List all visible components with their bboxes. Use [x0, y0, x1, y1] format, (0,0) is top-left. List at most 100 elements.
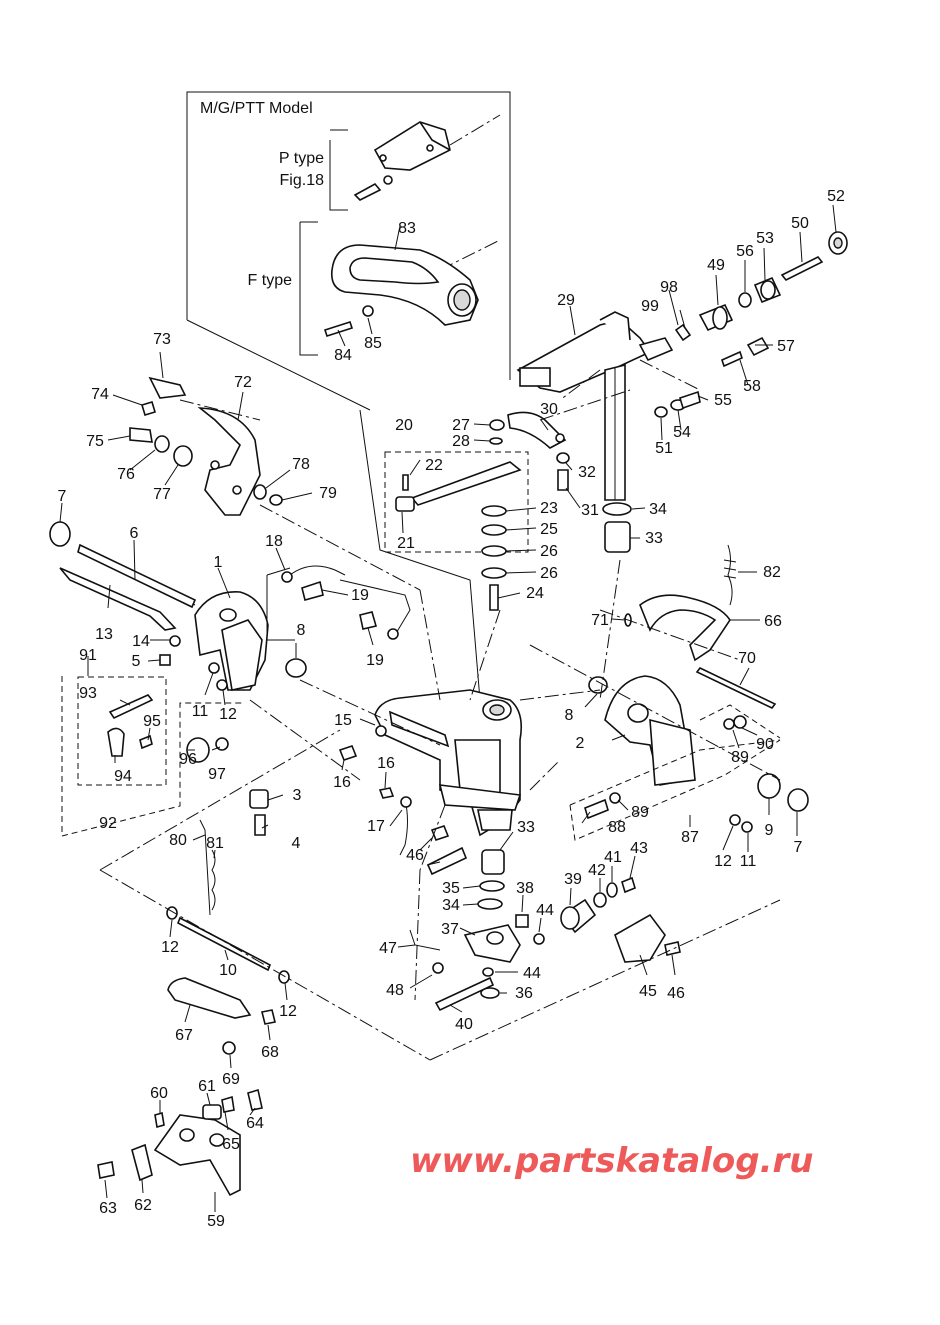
callout-79: 79	[319, 485, 337, 502]
callout-29: 29	[557, 292, 575, 309]
cables-18-19	[266, 565, 411, 641]
callout-28: 28	[452, 433, 470, 450]
callout-9: 9	[765, 822, 774, 839]
group-91	[61, 676, 245, 837]
linkage-group-20	[384, 451, 529, 611]
callout-3: 3	[293, 787, 302, 804]
f-type-handle	[323, 244, 479, 338]
callout-23: 23	[540, 500, 558, 517]
callout-52: 52	[827, 188, 845, 205]
callout-49: 49	[707, 257, 725, 274]
callout-26: 26	[540, 543, 558, 560]
callout-41: 41	[604, 849, 622, 866]
callout-39: 39	[564, 871, 582, 888]
callout-90: 90	[756, 736, 774, 753]
guide-lines	[99, 359, 781, 1061]
callout-7: 7	[794, 839, 803, 856]
callout-19: 19	[351, 587, 369, 604]
callout-2: 2	[576, 735, 585, 752]
callout-56: 56	[736, 243, 754, 260]
callout-94: 94	[114, 768, 132, 785]
callout-76: 76	[117, 466, 135, 483]
f-type-label: F type	[248, 272, 293, 289]
lever-group-72	[129, 376, 283, 516]
callout-91: 91	[79, 647, 97, 664]
callout-22: 22	[425, 457, 443, 474]
callout-30: 30	[540, 401, 558, 418]
callout-7: 7	[58, 488, 67, 505]
callout-78: 78	[292, 456, 310, 473]
callout-70: 70	[738, 650, 756, 667]
steering-bracket-29	[516, 311, 674, 501]
callout-93: 93	[79, 685, 97, 702]
callout-4: 4	[292, 835, 301, 852]
callout-58: 58	[743, 378, 761, 395]
callout-18: 18	[265, 533, 283, 550]
lower-left-parts	[166, 789, 290, 1055]
callout-12: 12	[219, 706, 237, 723]
callout-89: 89	[631, 804, 649, 821]
callout-73: 73	[153, 331, 171, 348]
stay-30	[507, 411, 567, 449]
callout-65: 65	[222, 1136, 240, 1153]
callout-69: 69	[222, 1071, 240, 1088]
callout-98: 98	[660, 279, 678, 296]
callout-6: 6	[130, 525, 139, 542]
callout-47: 47	[379, 940, 397, 957]
callout-labels: 1 2 3 4 5 6 7 7 8 8 9 10 11 11 12 12 12 …	[58, 188, 845, 1230]
callout-16: 16	[333, 774, 351, 791]
group-87	[569, 704, 781, 841]
callout-46: 46	[406, 847, 424, 864]
callout-95: 95	[143, 713, 161, 730]
callout-67: 67	[175, 1027, 193, 1044]
callout-43: 43	[630, 840, 648, 857]
callout-34: 34	[649, 501, 667, 518]
callout-10: 10	[219, 962, 237, 979]
callout-12: 12	[161, 939, 179, 956]
callout-45: 45	[639, 983, 657, 1000]
callout-12: 12	[714, 853, 732, 870]
callout-44: 44	[536, 902, 554, 919]
callout-62: 62	[134, 1197, 152, 1214]
callout-60: 60	[150, 1085, 168, 1102]
callout-85: 85	[364, 335, 382, 352]
callout-11: 11	[740, 853, 757, 870]
callout-5: 5	[132, 653, 141, 670]
callout-24: 24	[526, 585, 544, 602]
clamp-bracket-2	[584, 544, 809, 833]
callout-11: 11	[192, 703, 209, 720]
model-inset-frame	[186, 91, 511, 701]
callout-66: 66	[764, 613, 782, 630]
callout-46: 46	[667, 985, 685, 1002]
callout-57: 57	[777, 338, 795, 355]
callout-27: 27	[452, 417, 470, 434]
swivel-bracket-15	[374, 689, 523, 837]
callout-21: 21	[397, 535, 415, 552]
callout-14: 14	[132, 633, 150, 650]
callout-75: 75	[86, 433, 104, 450]
callout-16: 16	[377, 755, 395, 772]
callout-55: 55	[714, 392, 732, 409]
callout-61: 61	[198, 1078, 216, 1095]
callout-32: 32	[578, 464, 596, 481]
fig-reference: Fig.18	[280, 172, 325, 189]
callout-97: 97	[208, 766, 226, 783]
clamp-bracket-1	[49, 521, 307, 691]
callout-82: 82	[763, 564, 781, 581]
callout-12: 12	[279, 1003, 297, 1020]
bottom-bracket-59	[97, 1088, 263, 1197]
callout-74: 74	[91, 386, 109, 403]
tilt-parts-39-46	[560, 876, 681, 963]
callout-68: 68	[261, 1044, 279, 1061]
callout-59: 59	[207, 1213, 225, 1230]
p-type-bracket	[353, 121, 451, 201]
callout-87: 87	[681, 829, 699, 846]
swivel-lower-hardware	[338, 745, 545, 1012]
callout-8: 8	[297, 622, 306, 639]
callout-37: 37	[441, 921, 459, 938]
callout-33: 33	[645, 530, 663, 547]
callout-35: 35	[442, 880, 460, 897]
callout-33: 33	[517, 819, 535, 836]
callout-34: 34	[442, 897, 460, 914]
